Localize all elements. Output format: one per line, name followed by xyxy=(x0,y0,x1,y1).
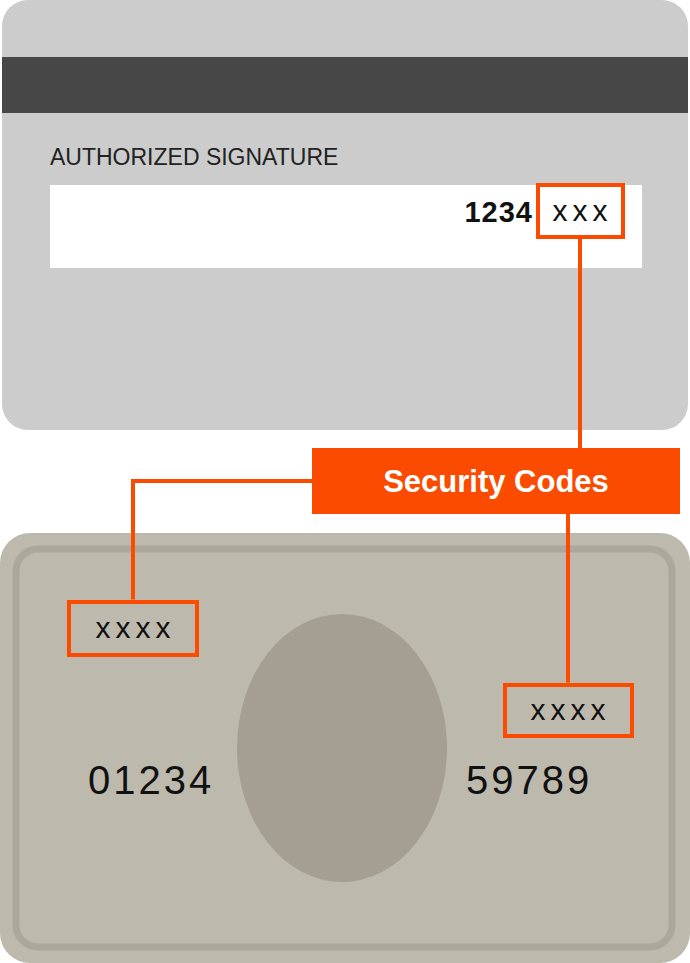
magnetic-stripe xyxy=(2,57,688,113)
security-code-box: xxxx xyxy=(503,683,634,738)
security-code-box: xxxx xyxy=(67,600,199,657)
node-text: xxxx xyxy=(526,695,611,725)
card-back xyxy=(2,0,688,430)
node-text: xxxx xyxy=(91,613,176,643)
node-text: Security Codes xyxy=(383,466,609,497)
node-text: xxx xyxy=(548,196,613,226)
leader-line xyxy=(578,239,582,448)
field-label: AUTHORIZED SIGNATURE xyxy=(50,146,338,169)
leader-line xyxy=(566,514,570,683)
card-front xyxy=(0,533,690,963)
card-number-group: 59789 xyxy=(466,760,592,800)
card-emblem xyxy=(237,614,447,882)
card-number-fragment: 1234 xyxy=(464,198,533,227)
leader-line xyxy=(133,481,312,600)
callout-title-box: Security Codes xyxy=(312,448,680,514)
card-front-border xyxy=(16,549,672,947)
card-number-group: 01234 xyxy=(88,760,214,800)
security-code-box: xxx xyxy=(536,183,625,239)
